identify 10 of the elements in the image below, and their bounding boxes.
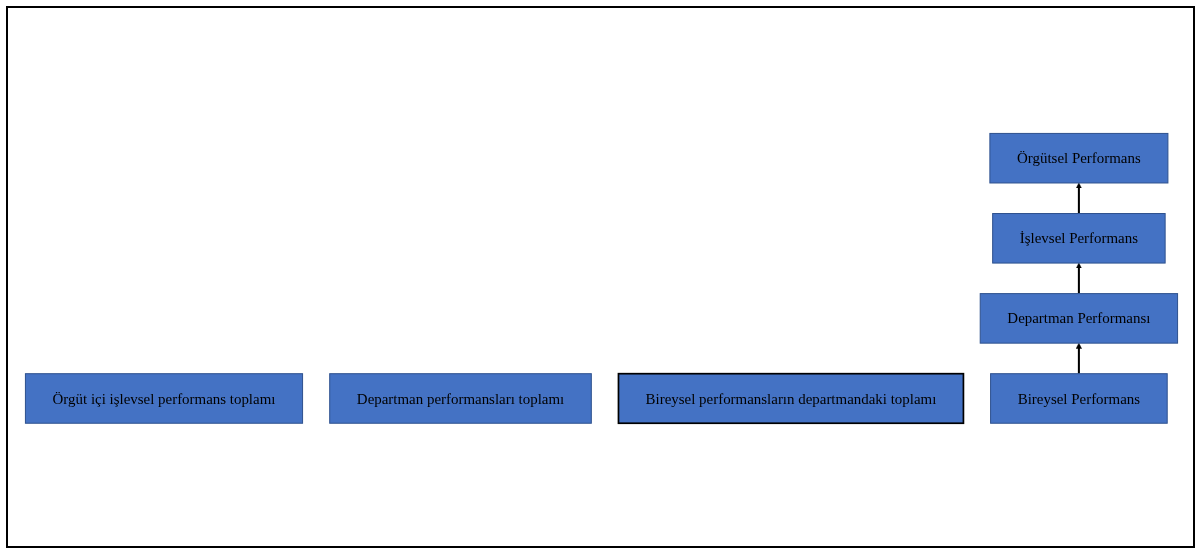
arrow: [1075, 182, 1082, 214]
node-box: İşlevsel Performans: [992, 212, 1166, 264]
node-box: Örgütsel Performans: [989, 132, 1169, 184]
node-box: Bireysel performansların departmandaki toplamı: [617, 372, 965, 424]
arrow: [1075, 342, 1082, 374]
node-box: Departman performansları toplamı: [329, 372, 592, 424]
arrow: [1075, 262, 1082, 294]
node-box: Örgüt içi işlevsel performans toplamı: [24, 372, 304, 424]
node-box: Bireysel Performans: [990, 372, 1168, 424]
node-box: Departman Performansı: [979, 292, 1179, 344]
